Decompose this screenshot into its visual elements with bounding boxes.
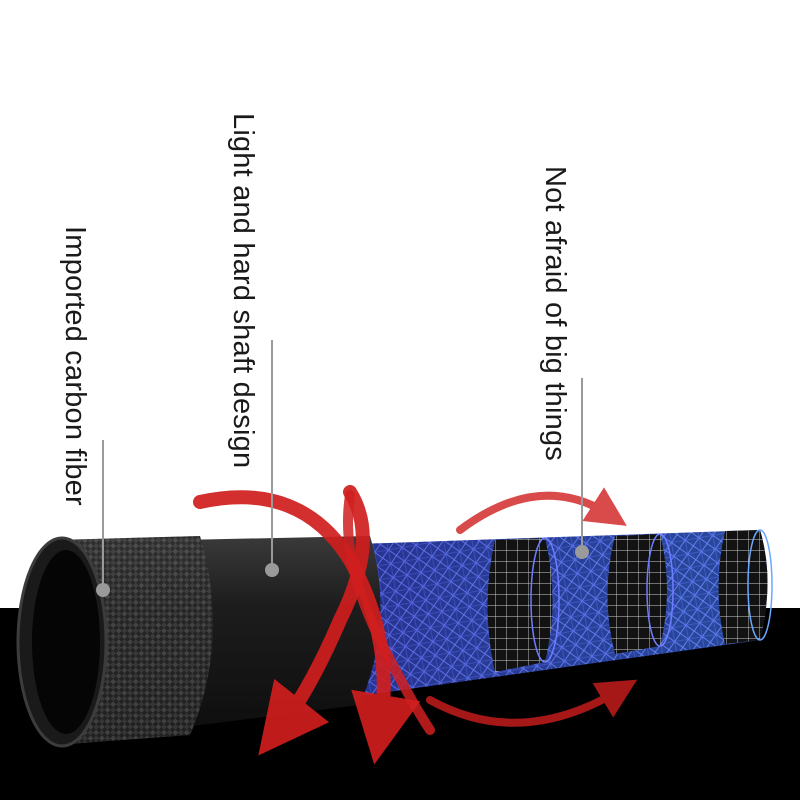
callout-big-things: Not afraid of big things bbox=[539, 166, 571, 461]
shaft-design-marker bbox=[265, 563, 279, 577]
grid-rings bbox=[487, 529, 773, 672]
callout-shaft-design: Light and hard shaft design bbox=[227, 113, 259, 469]
red-rotation-arrows bbox=[193, 485, 638, 765]
callout-carbon-fiber: Imported carbon fiber bbox=[59, 226, 91, 506]
big-things-marker bbox=[575, 545, 589, 559]
carbon-fiber-marker bbox=[96, 583, 110, 597]
callout-pointers bbox=[96, 340, 589, 597]
